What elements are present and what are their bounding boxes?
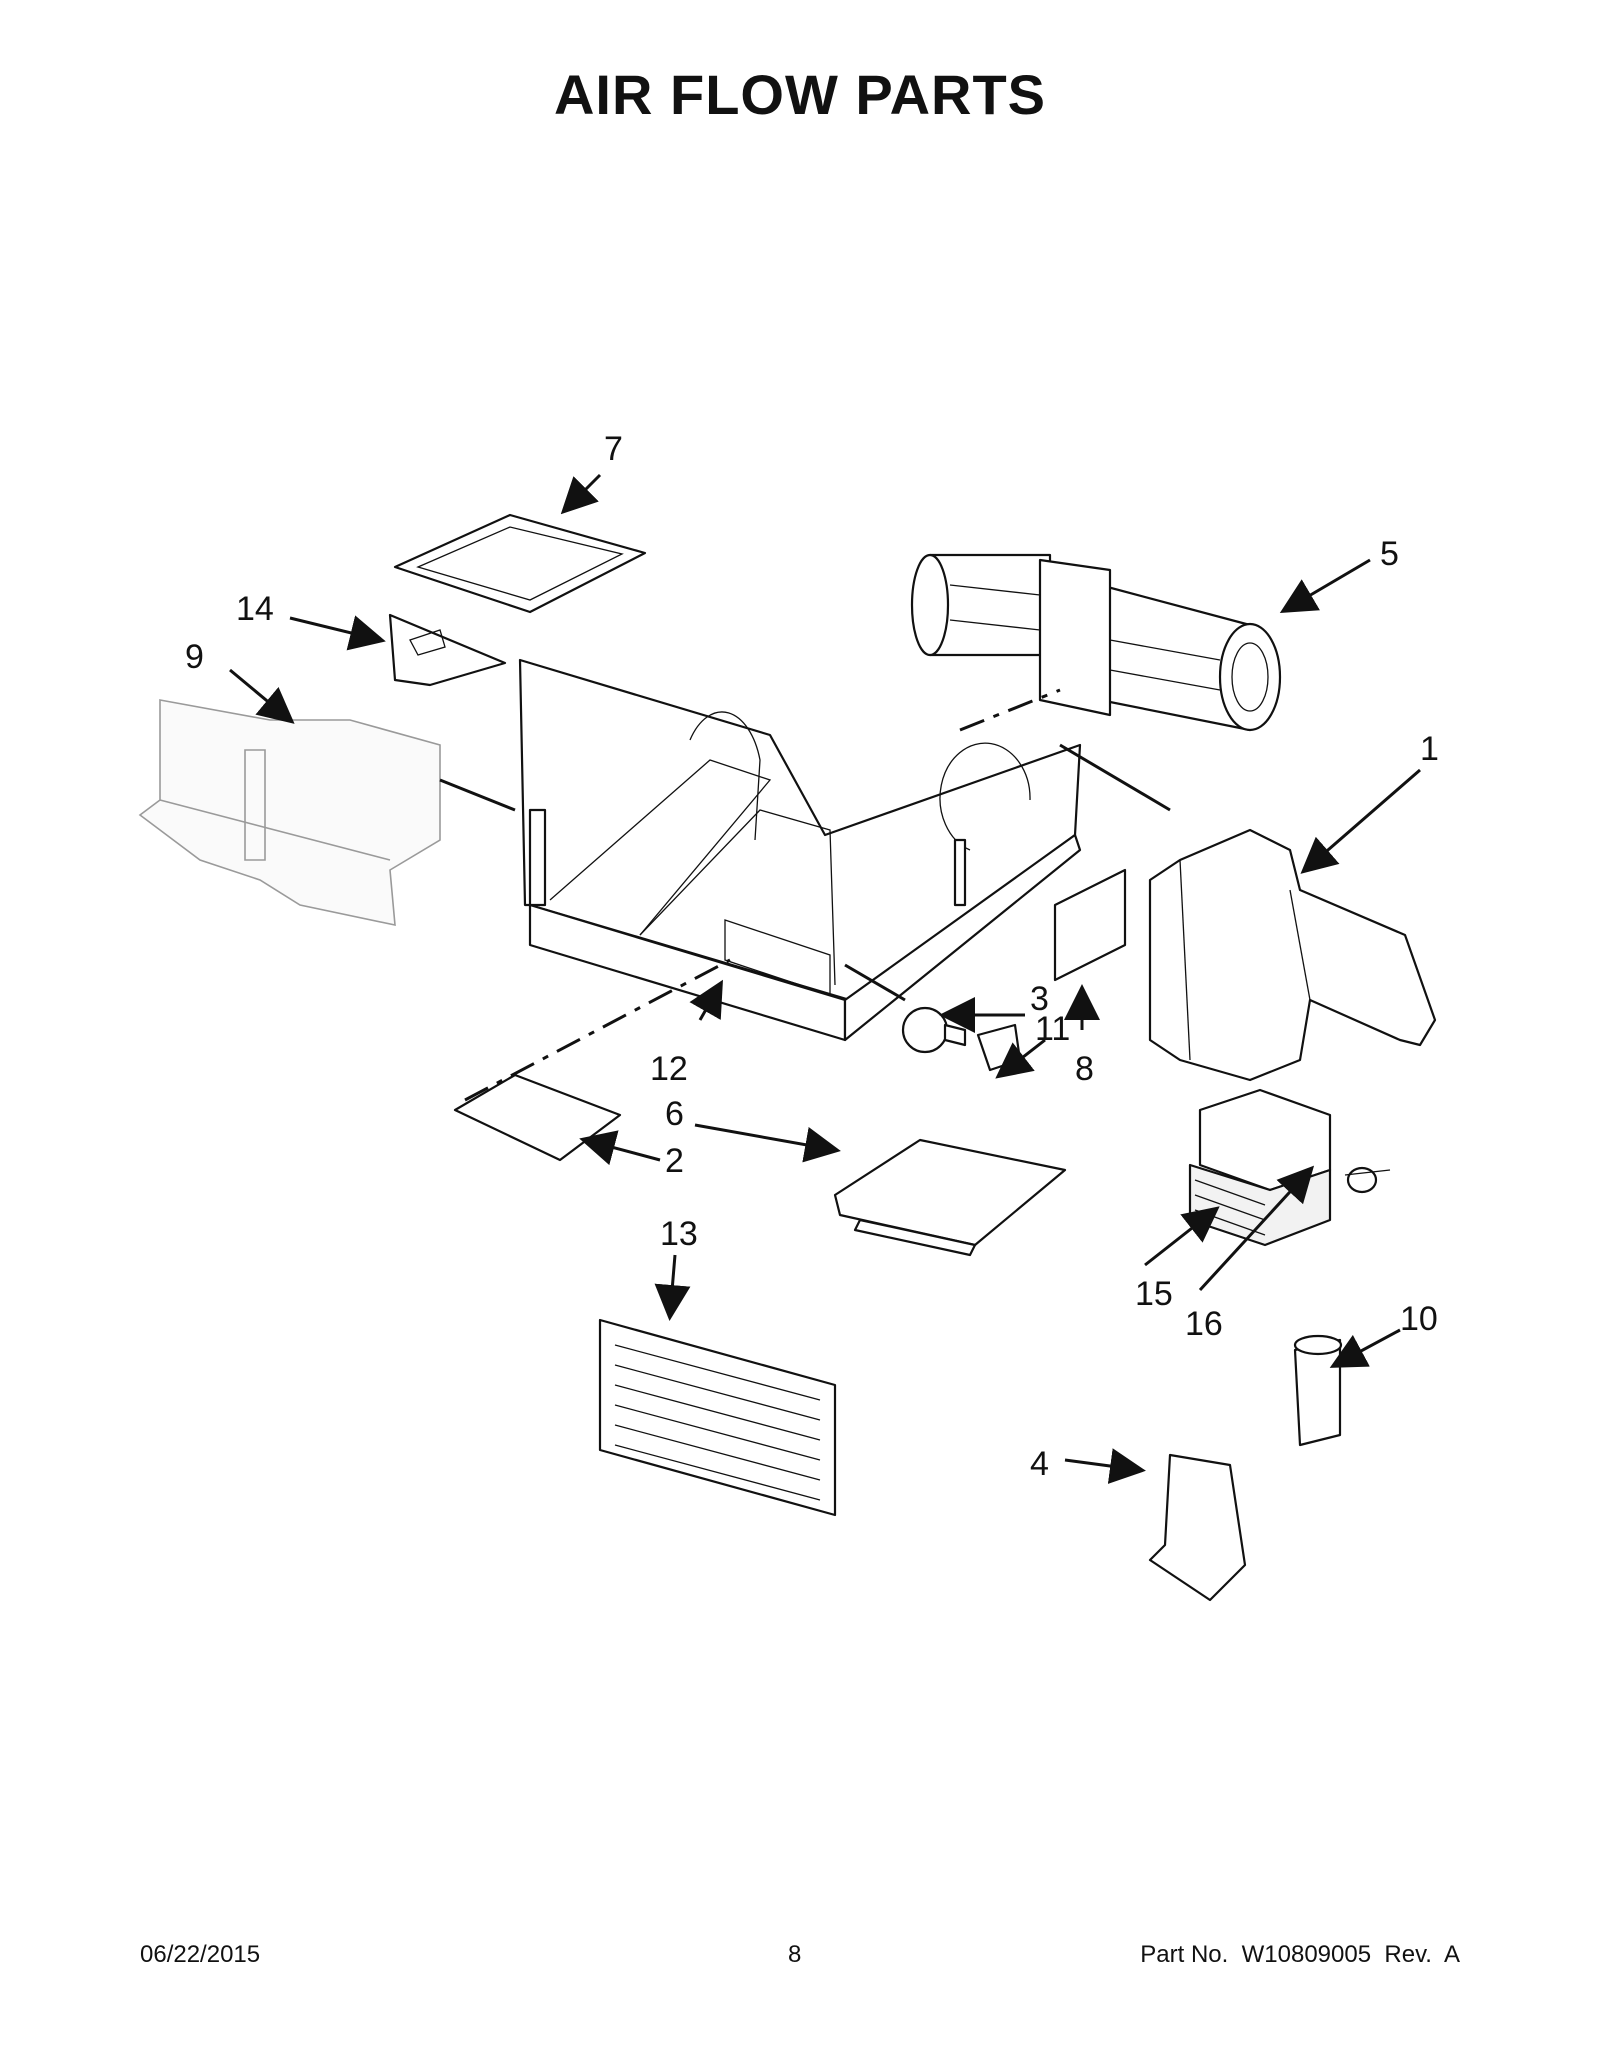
callout-labels: 7 14 9 5 1 3 11 8 12 6 2 13 15 16 10 4 <box>185 430 1439 1483</box>
footer-date: 06/22/2015 <box>140 1941 261 1968</box>
callout-11: 11 <box>1035 1010 1070 1048</box>
callout-7: 7 <box>604 430 623 468</box>
footer-page-number: 8 <box>788 1941 802 1968</box>
callout-2: 2 <box>665 1142 684 1180</box>
footer-part-number: Part No. W10809005 Rev. A <box>1140 1941 1460 1968</box>
callout-10: 10 <box>1400 1300 1438 1338</box>
callout-13: 13 <box>660 1215 698 1253</box>
part-8-panel <box>1053 868 1127 982</box>
callout-12: 12 <box>650 1050 688 1088</box>
part-6-cover <box>833 1138 1067 1257</box>
part-9-duct <box>138 699 441 927</box>
callout-1: 1 <box>1420 730 1439 768</box>
page-title: AIR FLOW PARTS <box>553 63 1047 126</box>
part-14-plate <box>388 613 507 687</box>
callout-5: 5 <box>1380 535 1399 573</box>
part-10-capacitor <box>1293 1334 1343 1447</box>
part-5-blower <box>910 553 1282 732</box>
part-13-grille <box>598 1318 837 1517</box>
leader-lines <box>229 473 1421 1484</box>
part-16-thermal-switch <box>1344 1166 1391 1194</box>
callout-8: 8 <box>1075 1050 1094 1088</box>
base-housing <box>518 658 1082 1042</box>
part-4-guide <box>1148 1453 1247 1602</box>
part-7-filter <box>393 513 647 614</box>
callout-6: 6 <box>665 1095 684 1133</box>
callout-4: 4 <box>1030 1445 1049 1483</box>
callout-3: 3 <box>1030 980 1049 1018</box>
callout-14: 14 <box>236 590 274 628</box>
part-1-air-guide <box>1148 828 1437 1082</box>
part-2-plate <box>453 1073 622 1162</box>
part-15-transformer <box>1188 1088 1332 1247</box>
callout-16: 16 <box>1185 1305 1223 1343</box>
callout-9: 9 <box>185 638 204 676</box>
grille-slots <box>614 1344 821 1501</box>
callout-15: 15 <box>1135 1275 1173 1313</box>
